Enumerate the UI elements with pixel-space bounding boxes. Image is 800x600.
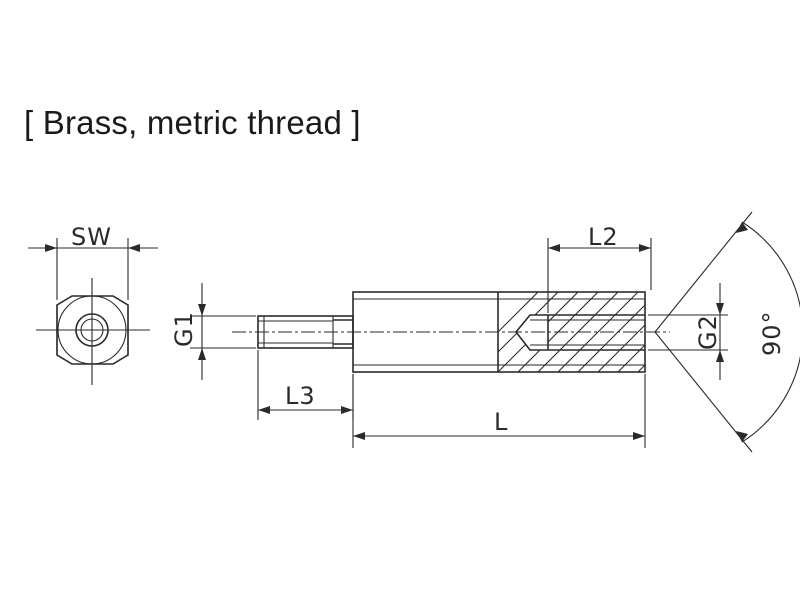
g1-label: G1 xyxy=(170,311,198,347)
angle-dimension: 90° xyxy=(654,211,800,453)
l2-label: L2 xyxy=(588,223,619,251)
l-dimension: L xyxy=(352,374,646,448)
l3-dimension: L3 xyxy=(257,350,354,420)
l3-label: L3 xyxy=(285,382,316,410)
g1-dimension: G1 xyxy=(170,283,256,380)
hex-end-view: SW xyxy=(28,223,158,385)
l2-dimension: L2 xyxy=(547,223,652,313)
spacer-side-view xyxy=(232,291,670,373)
g2-label: G2 xyxy=(694,314,722,350)
l-label: L xyxy=(494,408,508,436)
section-hatching xyxy=(498,292,645,372)
g2-dimension: G2 xyxy=(648,283,728,380)
page-title: [ Brass, metric thread ] xyxy=(24,104,361,141)
angle-label: 90° xyxy=(758,310,786,356)
sw-label: SW xyxy=(71,223,112,251)
